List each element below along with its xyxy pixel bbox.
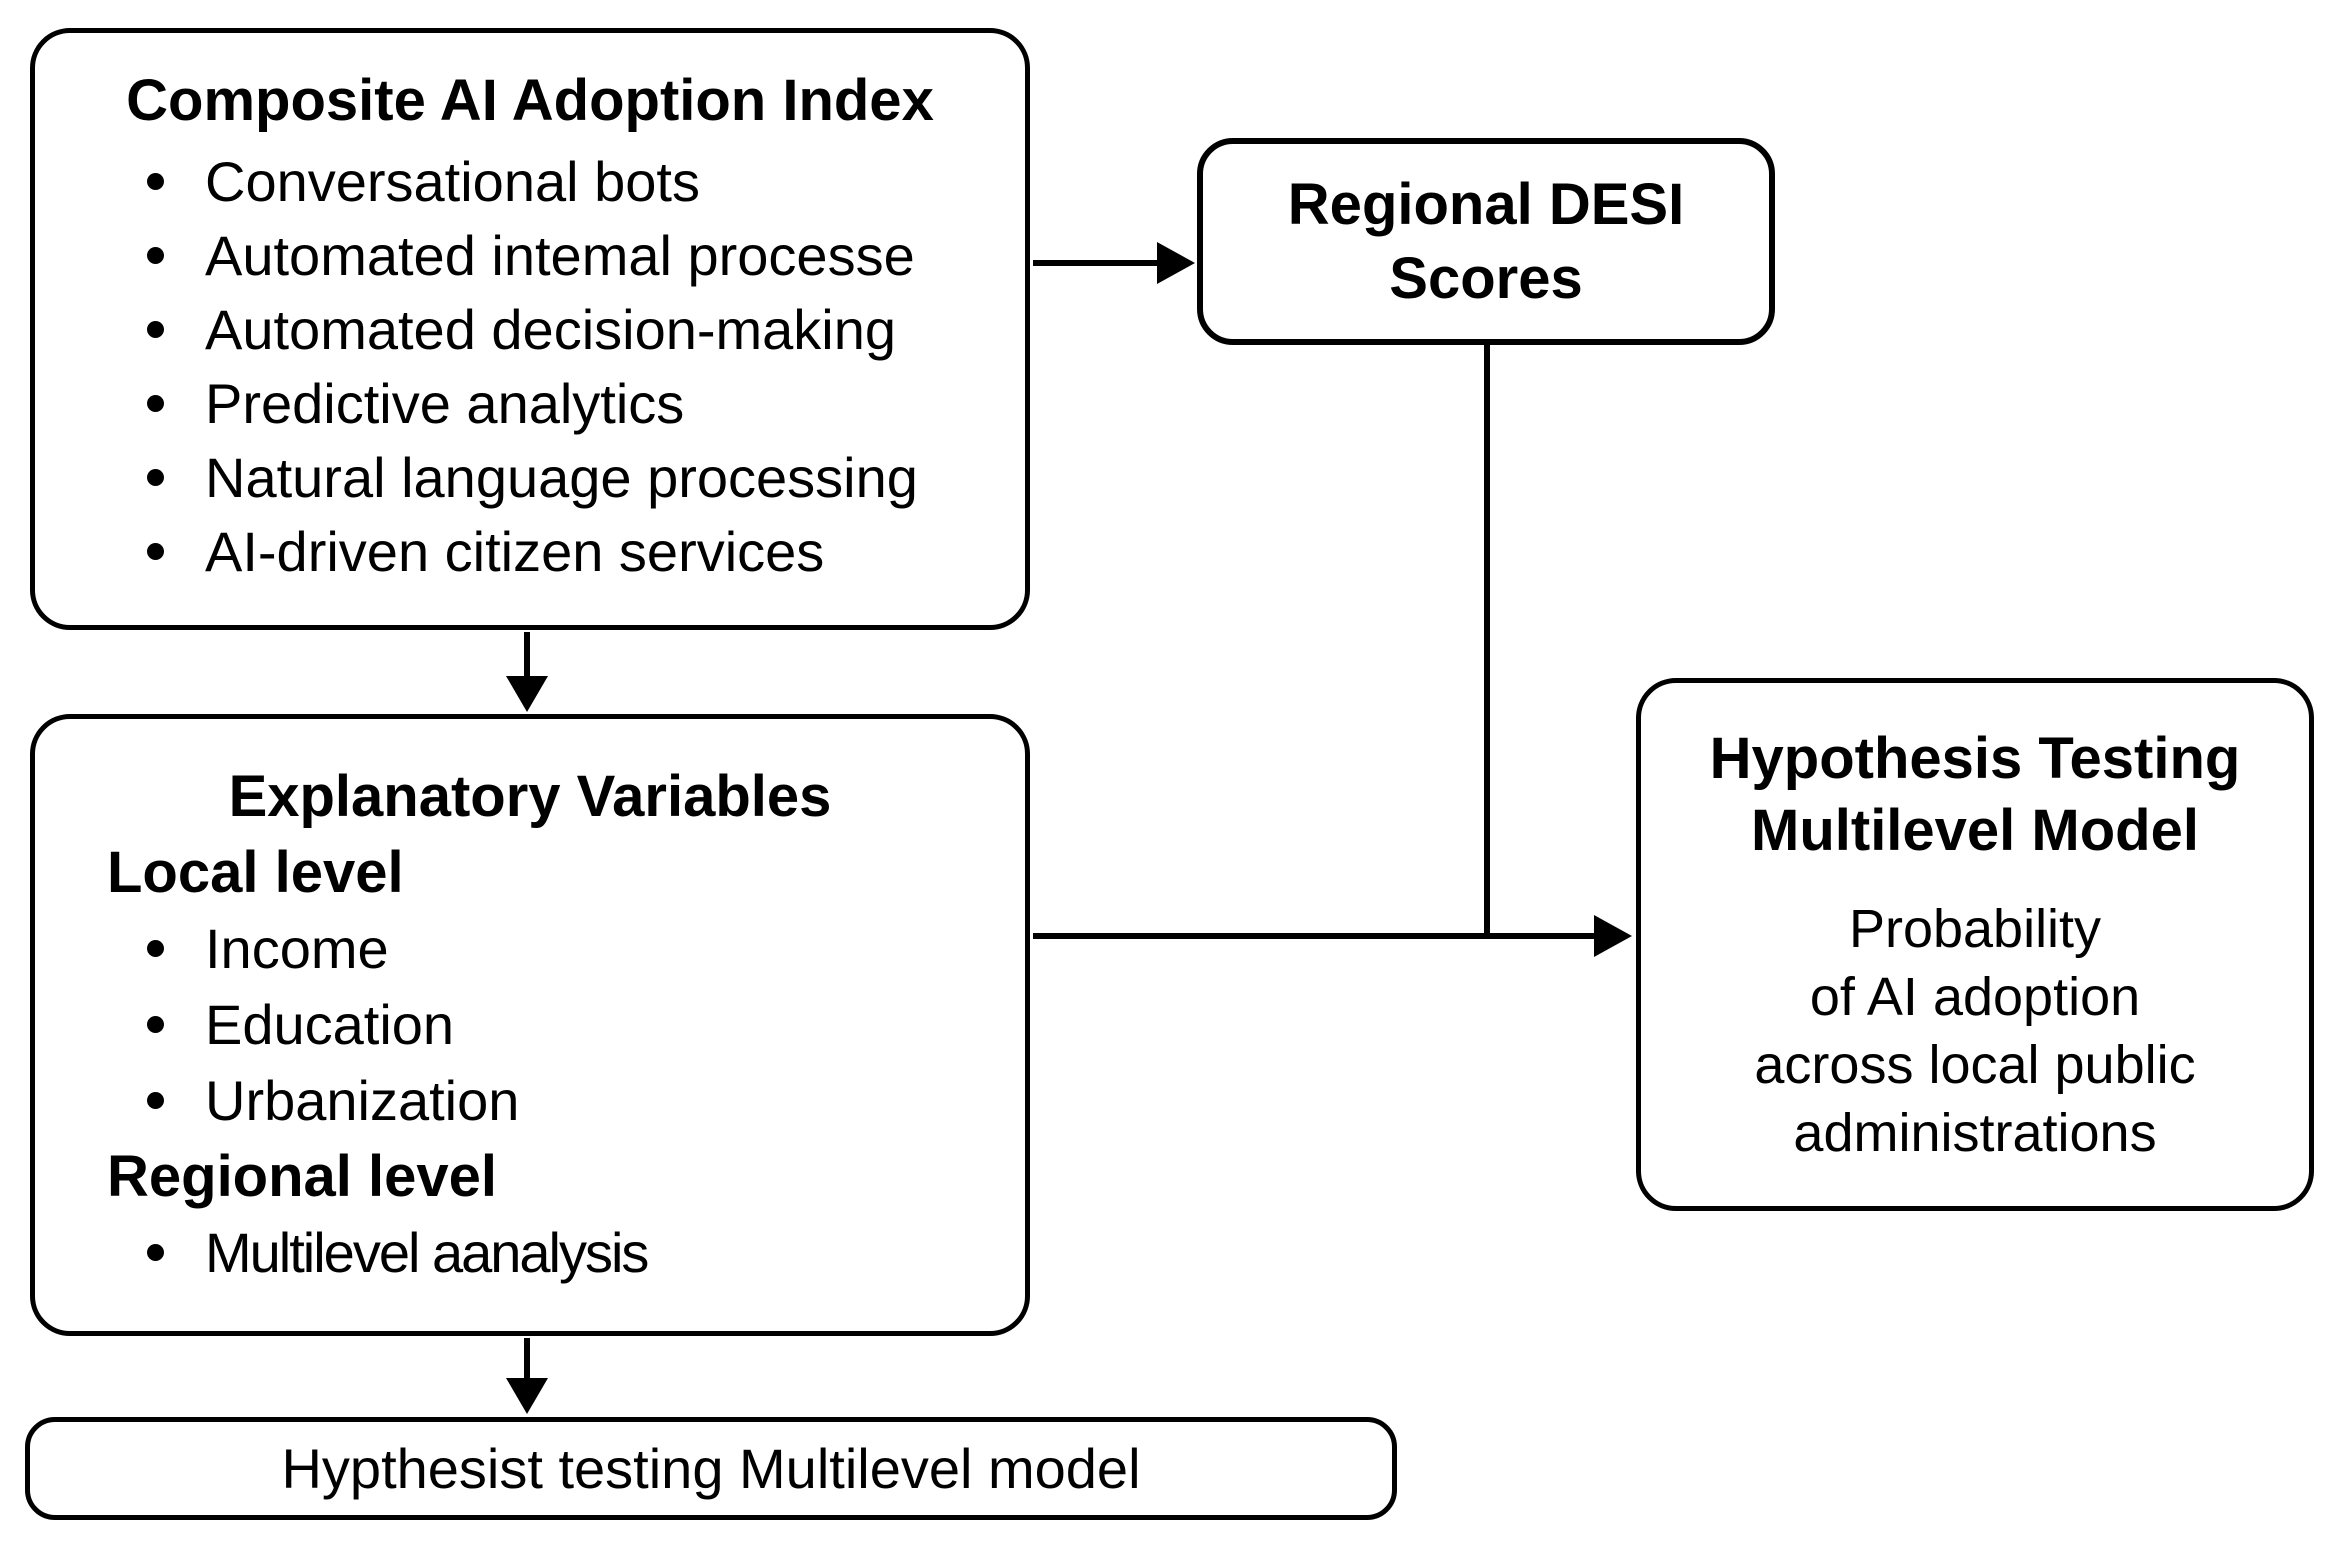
bullet-item-label: Income bbox=[205, 917, 389, 980]
arrow-composite-to-desi-line bbox=[1033, 260, 1161, 266]
hypothesis-box-body: Probability of AI adoption across local … bbox=[1641, 895, 2309, 1167]
bullet-item: Automated decision-making bbox=[35, 293, 1025, 367]
regional-level-heading: Regional level bbox=[107, 1144, 498, 1209]
bullet-item: Conversational bots bbox=[35, 145, 1025, 219]
arrow-composite-to-explanatory-head bbox=[506, 676, 548, 712]
composite-bullet-list: Conversational bots Automated intemal pr… bbox=[35, 145, 1025, 589]
bullet-item: Education bbox=[35, 987, 1025, 1063]
arrow-explanatory-to-bottom-head bbox=[506, 1378, 548, 1414]
arrow-explanatory-to-hypothesis-head bbox=[1594, 915, 1632, 957]
bullet-item-label: Education bbox=[205, 993, 455, 1056]
desi-box-line2: Scores bbox=[1389, 245, 1583, 311]
hypothesis-body-line: across local public bbox=[1754, 1035, 2196, 1095]
bullet-item: Income bbox=[35, 911, 1025, 987]
regional-desi-scores-box: Regional DESI Scores bbox=[1197, 138, 1775, 345]
hypothesis-body-line: Probability bbox=[1848, 899, 2102, 959]
composite-box-title: Composite AI Adoption Index bbox=[126, 68, 934, 133]
bullet-item-label: Urbanization bbox=[205, 1069, 520, 1132]
bullet-item-label: Automated intemal processe bbox=[205, 224, 915, 287]
hypothesis-testing-multilevel-model-box: Hypothesis Testing Multilevel Model Prob… bbox=[1636, 678, 2314, 1211]
arrow-composite-to-explanatory-line bbox=[524, 632, 530, 680]
bullet-item: Urbanization bbox=[35, 1063, 1025, 1139]
local-level-heading: Local level bbox=[107, 840, 404, 905]
arrow-explanatory-to-bottom-line bbox=[524, 1338, 530, 1382]
desi-box-line1: Regional DESI bbox=[1287, 171, 1685, 237]
bottom-box-label: Hypthesist testing Multilevel model bbox=[281, 1436, 1141, 1500]
bullet-item-label: AI-driven citizen services bbox=[205, 520, 825, 583]
hypothesis-box-title-line2: Multilevel Model bbox=[1751, 798, 2199, 863]
bullet-item: Automated intemal processe bbox=[35, 219, 1025, 293]
line-desi-to-hypothesis-arrow bbox=[1484, 344, 1490, 939]
bullet-item-label: Natural language processing bbox=[205, 446, 918, 509]
arrow-explanatory-to-hypothesis-line bbox=[1033, 933, 1595, 939]
bullet-item-label: Conversational bots bbox=[205, 150, 700, 213]
hypothesis-box-title-line1: Hypothesis Testing bbox=[1709, 726, 2241, 791]
bullet-item: AI-driven citizen services bbox=[35, 515, 1025, 589]
hypothesis-body-line: of AI adoption bbox=[1809, 967, 2141, 1027]
regional-level-bullet-list: Multilevel aanalysis bbox=[35, 1215, 1025, 1291]
local-level-bullet-list: Income Education Urbanization bbox=[35, 911, 1025, 1139]
bullet-item-label: Predictive analytics bbox=[205, 372, 685, 435]
bullet-item-label: Automated decision-making bbox=[205, 298, 897, 361]
explanatory-box-title: Explanatory Variables bbox=[228, 764, 832, 829]
bullet-item-label: Multilevel aanalysis bbox=[205, 1221, 649, 1284]
composite-ai-adoption-index-box: Composite AI Adoption Index Conversation… bbox=[30, 28, 1030, 630]
explanatory-variables-box: Explanatory Variables Local level Income… bbox=[30, 714, 1030, 1336]
bullet-item: Predictive analytics bbox=[35, 367, 1025, 441]
arrow-composite-to-desi-head bbox=[1157, 242, 1195, 284]
bullet-item: Natural language processing bbox=[35, 441, 1025, 515]
hypothesis-testing-bottom-box: Hypthesist testing Multilevel model bbox=[25, 1417, 1397, 1520]
bullet-item: Multilevel aanalysis bbox=[35, 1215, 1025, 1291]
hypothesis-body-line: administrations bbox=[1793, 1103, 2157, 1163]
